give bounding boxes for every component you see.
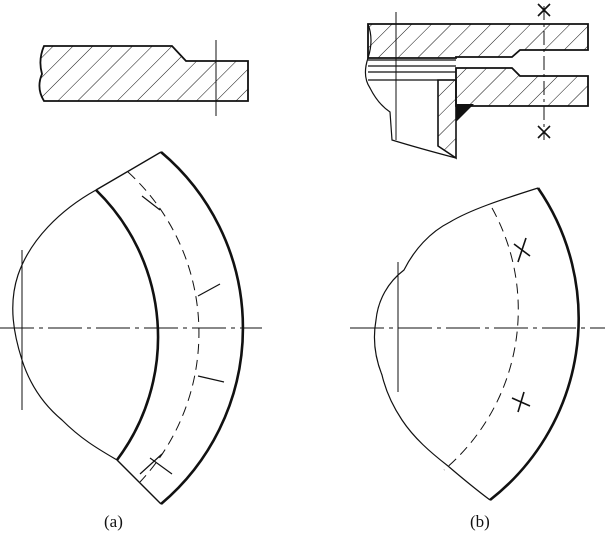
- break-outline-b: [373, 187, 539, 501]
- cross-mark-b-1: [513, 237, 531, 263]
- section-a-hatched-plate: [38, 45, 249, 102]
- ring-top-end-a: [95, 151, 162, 191]
- pipe-wall-b: [437, 79, 457, 160]
- cross-mark-b-2: [511, 391, 531, 413]
- ring-bottom-end-a: [116, 459, 162, 505]
- tick-mark-a-2: [197, 283, 221, 297]
- bend-line-a: [127, 171, 200, 483]
- upper-plate-b: [367, 23, 589, 59]
- outer-edge-b: [489, 187, 580, 502]
- weld-fillet-b: [456, 104, 474, 122]
- section-view-a: [38, 40, 249, 116]
- tick-mark-a-1: [141, 195, 161, 211]
- tick-mark-a-3: [197, 375, 225, 383]
- flange-inner-edge-a: [95, 189, 160, 461]
- bend-line-b: [443, 207, 519, 471]
- plan-view-a: [0, 151, 262, 505]
- plan-view-b: [350, 187, 605, 502]
- caption-b: (b): [470, 512, 490, 531]
- hatch-stroke-a-1: [139, 453, 163, 475]
- break-outline-a: [12, 189, 118, 461]
- cross-marker-bottom-b: [537, 125, 551, 139]
- left-break-b: [364, 23, 457, 159]
- tick-mark-a-4: [149, 457, 173, 475]
- section-view-b: [364, 3, 589, 160]
- lower-plate-b: [455, 67, 589, 107]
- cross-marker-top-b: [537, 3, 551, 17]
- caption-a: (a): [104, 512, 123, 531]
